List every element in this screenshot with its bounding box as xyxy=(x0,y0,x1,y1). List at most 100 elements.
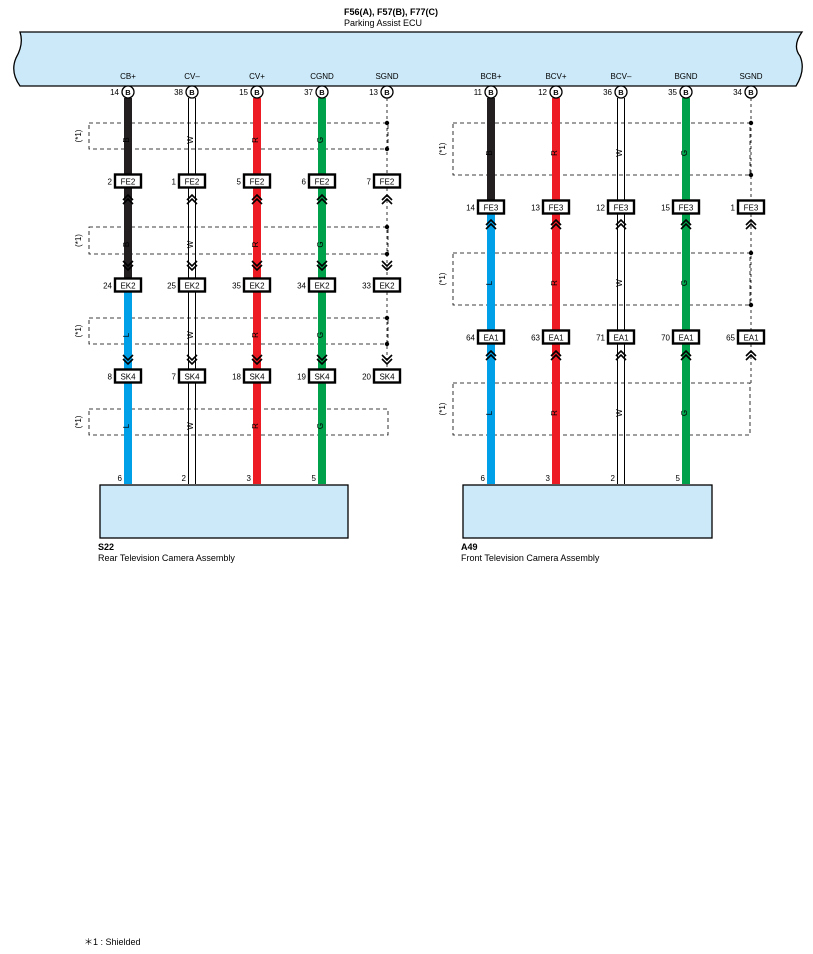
footnote: ＊1 : Shielded xyxy=(84,937,141,947)
rear-device-pin-3: 5 xyxy=(312,474,317,483)
rear-wire-color-3-0: G xyxy=(316,137,325,143)
front-chevron-ea1-2-0 xyxy=(615,353,627,361)
front-conn-3-0-pin: 15 xyxy=(661,203,670,212)
front-shield-2-label: (*1) xyxy=(438,402,447,415)
rear-conn-1-1-pin: 25 xyxy=(167,281,176,290)
rear-chevron-sk4-4-0 xyxy=(381,354,393,362)
rear-harness: CB+14BBBLL6CB+FE22EK224SK48CV–38BWWWW2CV… xyxy=(103,72,402,501)
front-ecu-signal-0: BCB+ xyxy=(480,72,501,81)
shield-layer: (*1)(*1)(*1)(*1)(*1)(*1)(*1) xyxy=(74,122,751,436)
front-chevron-fe3-3-0 xyxy=(680,222,692,230)
front-device-pin-3: 5 xyxy=(676,474,681,483)
rear-ecu-pin-0-badge xyxy=(121,85,135,99)
rear-wire-color-2-0: R xyxy=(251,137,260,143)
front-chevron-fe3-2-0 xyxy=(615,222,627,230)
rear-chevron-sk4-4-1 xyxy=(381,358,393,366)
front-wire-color-3-1: G xyxy=(680,280,689,286)
front-drain-dot-2 xyxy=(748,250,754,256)
rear-conn-0-0-box xyxy=(113,173,143,189)
rear-ecu-signal-3: CGND xyxy=(310,72,334,81)
rear-chevron-sk4-3-0 xyxy=(316,354,328,362)
front-device-pin-2: 2 xyxy=(611,474,616,483)
rear-conn-3-2-id: SK4 xyxy=(314,372,330,381)
rear-conn-1-0-id: FE2 xyxy=(185,177,200,186)
front-conn-3-1-pin: 70 xyxy=(661,333,670,342)
rear-conn-4-2-box xyxy=(372,368,402,384)
front-ecu-pin-0-badge-letter: B xyxy=(488,88,494,97)
rear-conn-0-1-id: EK2 xyxy=(120,281,136,290)
rear-drain-dot-2 xyxy=(384,224,390,230)
rear-chevron-fe2-2-0 xyxy=(251,197,263,205)
rear-wire-color-1-0: W xyxy=(186,136,195,144)
front-conn-1-1-box xyxy=(541,329,571,345)
rear-chevron-sk4-0-1 xyxy=(122,358,134,366)
rear-wire-color-1-1: W xyxy=(186,240,195,248)
front-ecu-signal-3: BGND xyxy=(674,72,697,81)
front-chevron-ea1-0-0 xyxy=(485,353,497,361)
front-conn-3-0-box xyxy=(671,199,701,215)
rear-ecu-pin-0-badge-letter: B xyxy=(125,88,131,97)
ecu-connector-label: F56(A), F57(B), F77(C) xyxy=(344,7,438,17)
front-chevron-fe3-0-1 xyxy=(485,218,497,226)
rear-chevron-ek2-3-0 xyxy=(316,260,328,268)
front-chevron-fe3-4-0 xyxy=(745,222,757,230)
front-camera-box xyxy=(462,484,713,539)
rear-conn-3-2-box xyxy=(307,368,337,384)
rear-conn-4-0-id: FE2 xyxy=(380,177,395,186)
rear-drain-dot-4 xyxy=(384,315,390,321)
rear-drain-dot-1 xyxy=(384,146,390,152)
rear-chevron-fe2-3-0 xyxy=(316,197,328,205)
front-chevron-ea1-4-1 xyxy=(745,349,757,357)
rear-device-id: S22 xyxy=(98,542,114,552)
rear-shield-3-label: (*1) xyxy=(74,415,83,428)
rear-ecu-pin-2-number: 15 xyxy=(239,88,248,97)
front-conn-0-1-pin: 64 xyxy=(466,333,475,342)
rear-ecu-signal-1: CV– xyxy=(184,72,200,81)
front-wire-color-2-1: W xyxy=(615,279,624,287)
rear-conn-0-2-box xyxy=(113,368,143,384)
rear-wire-color-0-2: L xyxy=(122,332,131,337)
front-wire-color-1-0: R xyxy=(550,150,559,156)
front-ecu-pin-3-badge xyxy=(679,85,693,99)
rear-wire-color-2-3: R xyxy=(251,423,260,429)
rear-conn-3-0-id: FE2 xyxy=(315,177,330,186)
rear-conn-0-1-pin: 24 xyxy=(103,281,112,290)
rear-device-pin-1: 2 xyxy=(182,474,187,483)
rear-conn-2-1-pin: 35 xyxy=(232,281,241,290)
rear-chevron-ek2-3-1 xyxy=(316,264,328,272)
rear-wire-color-2-1: R xyxy=(251,241,260,247)
front-conn-4-1-box xyxy=(736,329,766,345)
rear-camera-box xyxy=(99,484,349,539)
rear-chevron-fe2-1-0 xyxy=(186,197,198,205)
rear-chevron-sk4-0-0 xyxy=(122,354,134,362)
front-conn-2-1-pin: 71 xyxy=(596,333,605,342)
front-chevron-ea1-4-0 xyxy=(745,353,757,361)
front-conn-2-1-box xyxy=(606,329,636,345)
front-ecu-signal-1: BCV+ xyxy=(545,72,566,81)
front-drain-dot-3 xyxy=(748,302,754,308)
front-conn-3-1-box xyxy=(671,329,701,345)
front-device-pin-1: 3 xyxy=(546,474,551,483)
rear-conn-2-1-box xyxy=(242,277,272,293)
rear-drain-dot-0 xyxy=(384,120,390,126)
front-ecu-signal-4: SGND xyxy=(739,72,762,81)
rear-conn-2-0-id: FE2 xyxy=(250,177,265,186)
front-conn-2-1-id: EA1 xyxy=(613,333,629,342)
rear-conn-2-2-pin: 18 xyxy=(232,372,241,381)
rear-chevron-ek2-1-1 xyxy=(186,264,198,272)
rear-shield-0 xyxy=(88,122,389,150)
front-device-name: Front Television Camera Assembly xyxy=(461,553,600,563)
front-chevron-ea1-3-1 xyxy=(680,349,692,357)
front-conn-0-0-box xyxy=(476,199,506,215)
rear-ecu-pin-4-number: 13 xyxy=(369,88,378,97)
front-conn-4-1-pin: 65 xyxy=(726,333,735,342)
front-harness: BCB+11BBLL6BCB+FE314EA164BCV+12BRRR3BCV+… xyxy=(466,72,766,501)
rear-chevron-fe2-1-1 xyxy=(186,193,198,201)
rear-conn-0-0-pin: 2 xyxy=(108,177,113,186)
front-conn-1-1-pin: 63 xyxy=(531,333,540,342)
rear-chevron-ek2-1-0 xyxy=(186,260,198,268)
rear-ecu-pin-3-badge xyxy=(315,85,329,99)
rear-shield-2-label: (*1) xyxy=(74,324,83,337)
rear-conn-1-1-id: EK2 xyxy=(184,281,200,290)
